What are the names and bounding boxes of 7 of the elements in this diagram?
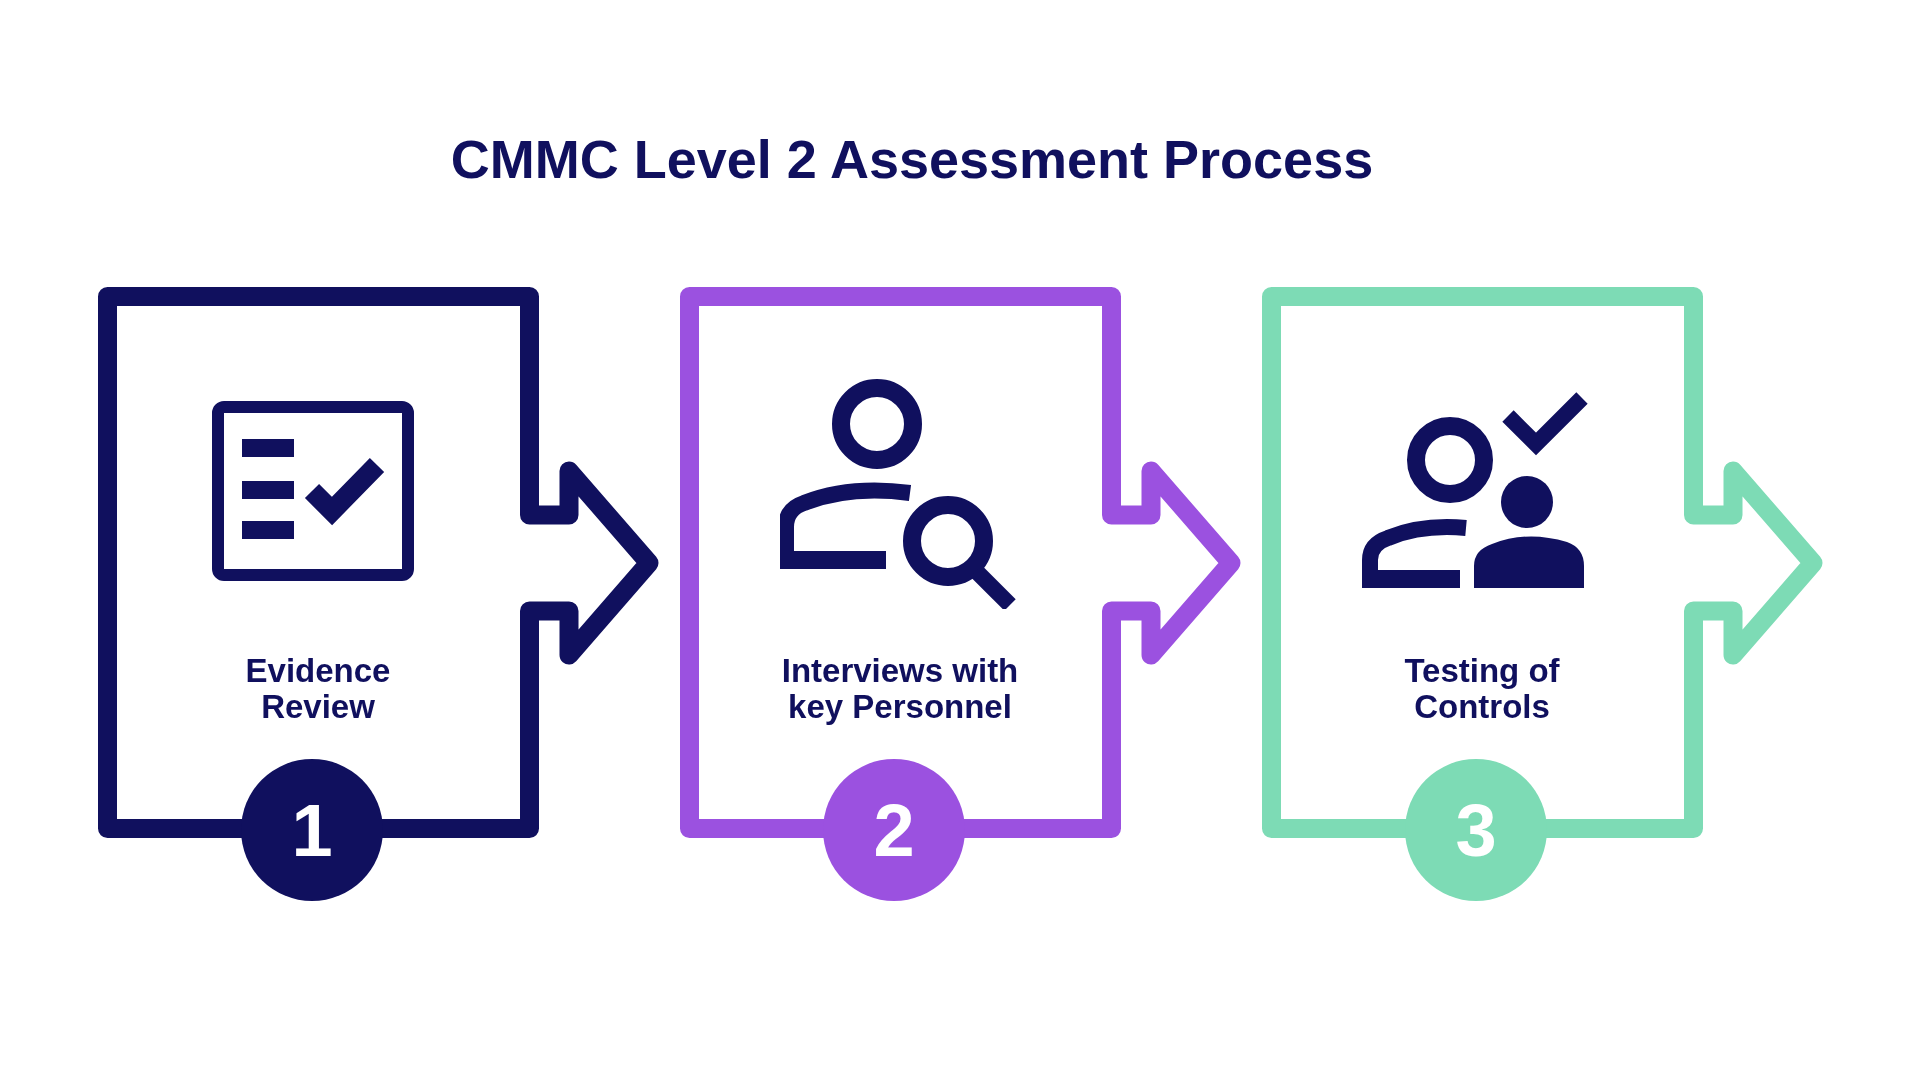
step-label: Testing of Controls	[1403, 653, 1561, 725]
title: CMMC Level 2 Assessment Process	[449, 128, 1375, 190]
step-number: 3	[1405, 759, 1547, 901]
step-label: Evidence Review	[244, 653, 392, 725]
step-number: 1	[241, 759, 383, 901]
step-label: Interviews with key Personnel	[780, 653, 1020, 725]
step-number: 2	[823, 759, 965, 901]
